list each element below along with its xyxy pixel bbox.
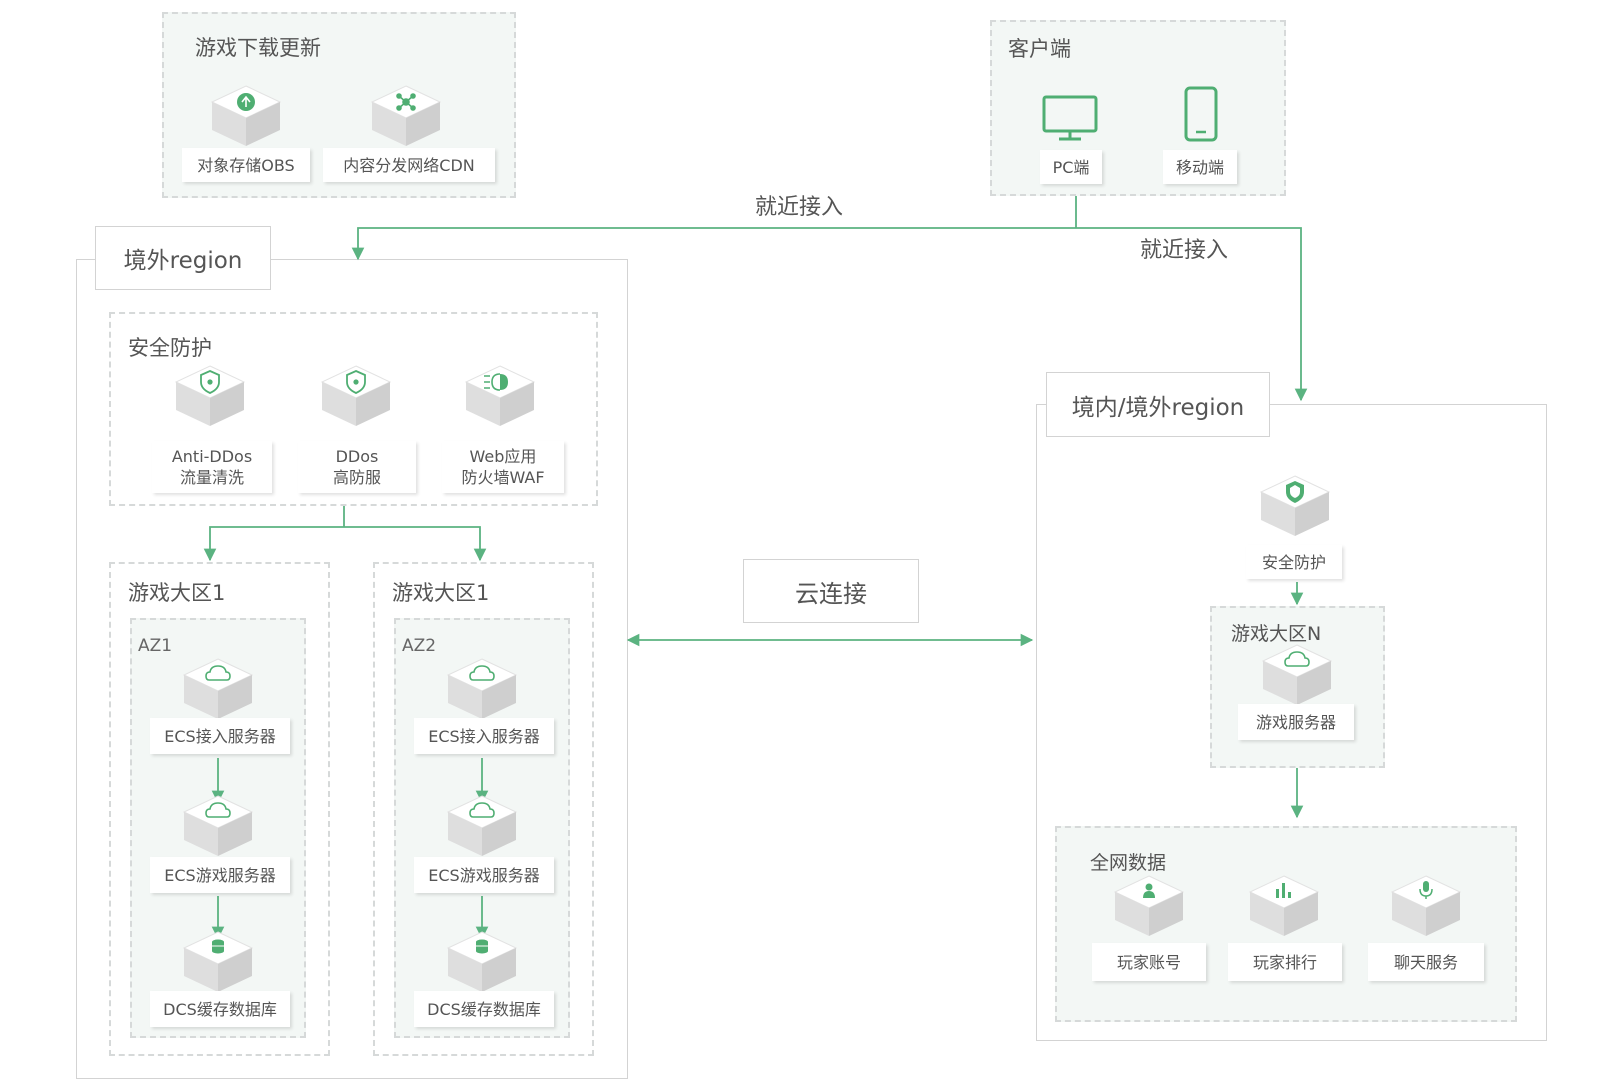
waf-label-line1: Web应用 [469, 447, 537, 466]
cloud-connect-box: 云连接 [743, 559, 919, 623]
game-zone-left [109, 562, 330, 1056]
az1-ecs-access-cloud-icon [183, 658, 253, 720]
nearby-access-left-arrow [351, 227, 1076, 261]
anti-ddos-label: Anti-DDos 流量清洗 [152, 441, 272, 493]
game-zone-right-title: 游戏大区1 [392, 581, 490, 605]
az2-label: AZ2 [402, 636, 437, 656]
domestic-region-tab: 境内/境外region [1046, 372, 1270, 437]
ddos-label-line2: 高防服 [332, 468, 381, 487]
waf-label: Web应用 防火墙WAF [442, 441, 564, 493]
nearby-access-label-right: 就近接入 [1140, 238, 1229, 263]
security-to-zone-left-arrow [203, 526, 344, 562]
cdn-icon [371, 85, 441, 147]
az1-ecs-game-label: ECS游戏服务器 [150, 857, 290, 893]
client-group-title: 客户端 [1008, 37, 1071, 61]
ddos-high-defense-label: DDos 高防服 [298, 441, 416, 493]
mobile-label: 移动端 [1163, 150, 1237, 184]
obs-icon [211, 85, 281, 147]
nearby-access-right-arrow [1076, 227, 1308, 402]
az2-dcs-label: DCS缓存数据库 [414, 991, 554, 1027]
domestic-security-shield-icon [1260, 475, 1330, 537]
az2-ecs-access-cloud-icon [447, 658, 517, 720]
download-group-title: 游戏下载更新 [195, 36, 321, 60]
waf-firewall-icon [465, 365, 535, 427]
player-ranking-label: 玩家排行 [1228, 943, 1342, 981]
az2-ecs-access-label: ECS接入服务器 [414, 718, 554, 754]
chat-service-label: 聊天服务 [1368, 943, 1484, 981]
ddos-label-line1: DDos [335, 447, 379, 466]
game-zone-left-title: 游戏大区1 [128, 581, 226, 605]
nearby-access-label-left: 就近接入 [755, 195, 844, 220]
pc-monitor-icon [1042, 95, 1098, 141]
game-zone-n-title: 游戏大区N [1231, 623, 1322, 645]
zone-n-game-server-cloud-icon [1262, 644, 1332, 706]
security-to-zone-right-arrow [344, 526, 487, 562]
player-ranking-bar-chart-icon [1249, 875, 1319, 937]
security-group [109, 312, 598, 506]
az1-ecs-access-label: ECS接入服务器 [150, 718, 290, 754]
az2-ecs-game-label: ECS游戏服务器 [414, 857, 554, 893]
obs-label: 对象存储OBS [182, 148, 310, 182]
global-data-title: 全网数据 [1090, 852, 1167, 874]
game-zone-right [373, 562, 594, 1056]
player-account-user-icon [1114, 875, 1184, 937]
cdn-label: 内容分发网络CDN [323, 148, 495, 182]
security-group-title: 安全防护 [128, 336, 212, 360]
az1-dcs-database-icon [183, 931, 253, 993]
az1-label: AZ1 [138, 636, 173, 656]
ddos-high-defense-shield-icon [321, 365, 391, 427]
overseas-region-tab: 境外region [95, 226, 271, 290]
az1-ecs-game-cloud-icon [183, 795, 253, 857]
domestic-security-label: 安全防护 [1246, 545, 1342, 579]
az2-dcs-database-icon [447, 931, 517, 993]
cloud-connect-label: 云连接 [795, 579, 867, 608]
zone-n-game-server-label: 游戏服务器 [1238, 704, 1354, 740]
az1-dcs-label: DCS缓存数据库 [150, 991, 290, 1027]
az2-ecs-game-cloud-icon [447, 795, 517, 857]
anti-ddos-label-line2: 流量清洗 [179, 468, 244, 487]
pc-label: PC端 [1040, 150, 1102, 184]
anti-ddos-label-line1: Anti-DDos [171, 447, 253, 466]
chat-service-microphone-icon [1391, 875, 1461, 937]
mobile-phone-icon [1184, 86, 1218, 142]
player-account-label: 玩家账号 [1092, 943, 1206, 981]
anti-ddos-shield-icon [175, 365, 245, 427]
waf-label-line2: 防火墙WAF [461, 468, 545, 487]
